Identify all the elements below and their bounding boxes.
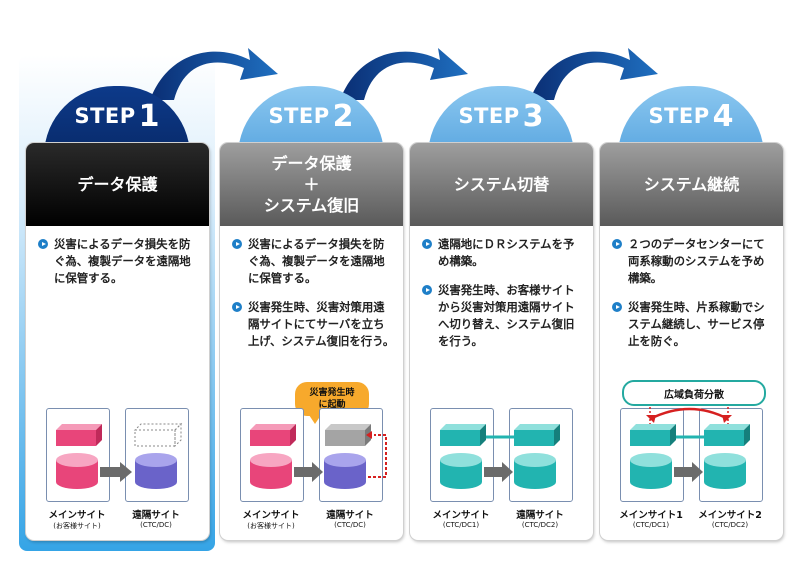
- note-line: 災害発生時: [309, 388, 355, 398]
- flow-arrow-1-2: [150, 48, 278, 100]
- site-label: 遠隔サイト: [516, 510, 564, 521]
- card-title: システム継続: [600, 143, 783, 226]
- database-icon: [250, 453, 292, 489]
- database-icon: [440, 453, 482, 489]
- card-title-line: システム切替: [453, 175, 550, 194]
- bullet-arrow-icon: [232, 239, 242, 249]
- site-label: 遠隔サイト: [326, 510, 374, 521]
- bullet-text: 災害によるデータ損失を防ぐ為、複製データを遠隔地に保管する。: [54, 237, 191, 285]
- site-label: メインサイト1: [619, 510, 683, 521]
- database-icon: [514, 453, 556, 489]
- site-diagram: メインサイト (CTC/DC1) 遠隔サイト (CTC/DC2): [410, 405, 593, 540]
- step-number: 2: [332, 98, 354, 134]
- replication-arrow-icon: [674, 462, 703, 482]
- site-sublabel: (CTC/DC): [140, 521, 172, 529]
- bullet-text: 遠隔地にＤＲシステムを予め構築。: [438, 237, 575, 268]
- step-3-card: システム切替 遠隔地にＤＲシステムを予め構築。 災害発生時、お客様サイトから災害…: [410, 143, 593, 540]
- site-label: メインサイト: [242, 510, 300, 521]
- step-number: 1: [138, 98, 160, 134]
- card-title-line: データ保護: [77, 175, 158, 194]
- bullet-arrow-icon: [422, 239, 432, 249]
- bullet-item: 災害によるデータ損失を防ぐ為、複製データを遠隔地に保管する。: [38, 236, 201, 287]
- site-sublabel: (お客様サイト): [53, 522, 101, 530]
- server-icon: [56, 424, 102, 446]
- server-icon: [630, 424, 676, 446]
- server-icon: [704, 424, 750, 446]
- site-label: 遠隔サイト: [132, 510, 180, 521]
- flow-arrow-2-3: [340, 48, 468, 100]
- site-label: メインサイト: [48, 510, 106, 521]
- load-balancer-label: 広域負荷分散: [622, 380, 766, 406]
- site-diagram: メインサイト1 (CTC/DC1) メインサイト2 (CTC/DC2): [600, 405, 783, 540]
- bullet-text: 災害によるデータ損失を防ぐ為、複製データを遠隔地に保管する。: [248, 237, 385, 285]
- bullet-text: 災害発生時、片系稼動でシステム継続し、サービス停止を防ぐ。: [628, 300, 765, 348]
- step-number: 4: [712, 98, 734, 134]
- startup-arrowhead-icon: [366, 431, 372, 439]
- card-title-line: システム復旧: [263, 196, 360, 215]
- card-title-line: システム継続: [643, 175, 740, 194]
- startup-arrow-icon: [368, 434, 387, 478]
- note-line: に起動: [318, 400, 346, 410]
- bullet-item: 災害発生時、災害対策用遠隔サイトにてサーバを立ち上げ、システム復旧を行う。: [232, 299, 395, 350]
- server-icon: [514, 424, 560, 446]
- database-icon: [324, 453, 366, 489]
- flow-arrow-3-4: [530, 48, 658, 100]
- server-icon: [250, 424, 296, 446]
- bullet-item: ２つのデータセンターにて両系稼動のシステムを予め構築。: [612, 236, 775, 287]
- card-title: データ保護 ＋ システム復旧: [220, 143, 403, 226]
- site-diagram: メインサイト (お客様サイト) 遠隔サイト (CTC/DC): [220, 405, 403, 540]
- bullet-arrow-icon: [38, 239, 48, 249]
- database-icon: [704, 453, 746, 489]
- bullet-text: 災害発生時、お客様サイトから災害対策用遠隔サイトへ切り替え、システム復旧を行う。: [438, 283, 575, 348]
- site-label: メインサイト2: [698, 510, 762, 521]
- card-title: システム切替: [410, 143, 593, 226]
- bullet-arrow-icon: [612, 302, 622, 312]
- database-icon: [56, 453, 98, 489]
- step-1-card: データ保護 災害によるデータ損失を防ぐ為、複製データを遠隔地に保管する。: [26, 143, 209, 540]
- database-icon: [630, 453, 672, 489]
- site-sublabel: (CTC/DC2): [521, 521, 559, 529]
- site-diagram: メインサイト (お客様サイト) 遠隔サイト (CTC/DC): [26, 405, 209, 540]
- load-balance-arrow-icon: [649, 407, 729, 421]
- bullet-item: 遠隔地にＤＲシステムを予め構築。: [422, 236, 585, 270]
- bullet-text: 災害発生時、災害対策用遠隔サイトにてサーバを立ち上げ、システム復旧を行う。: [248, 300, 395, 348]
- site-sublabel: (CTC/DC1): [442, 521, 480, 529]
- step-label: STEP: [648, 104, 710, 128]
- replication-arrow-icon: [100, 462, 132, 482]
- step-label: STEP: [74, 104, 136, 128]
- site-sublabel: (CTC/DC): [334, 521, 366, 529]
- bullet-item: 災害発生時、お客様サイトから災害対策用遠隔サイトへ切り替え、システム復旧を行う。: [422, 282, 585, 350]
- card-title: データ保護: [26, 143, 209, 226]
- empty-server-icon: [133, 422, 183, 448]
- card-title-line: ＋: [303, 175, 320, 194]
- card-title-line: データ保護: [271, 154, 352, 173]
- replication-arrow-icon: [294, 462, 323, 482]
- replication-arrow-icon: [484, 462, 513, 482]
- step-number: 3: [522, 98, 544, 134]
- bullet-arrow-icon: [232, 302, 242, 312]
- site-sublabel: (CTC/DC1): [632, 521, 670, 529]
- bullet-item: 災害によるデータ損失を防ぐ為、複製データを遠隔地に保管する。: [232, 236, 395, 287]
- step-2-card: データ保護 ＋ システム復旧 災害によるデータ損失を防ぐ為、複製データを遠隔地に…: [220, 143, 403, 540]
- bullet-item: 災害発生時、片系稼動でシステム継続し、サービス停止を防ぐ。: [612, 299, 775, 350]
- step-label: STEP: [458, 104, 520, 128]
- server-icon: [440, 424, 486, 446]
- step-label: STEP: [268, 104, 330, 128]
- bullet-arrow-icon: [422, 285, 432, 295]
- database-icon: [135, 453, 177, 489]
- bullet-arrow-icon: [612, 239, 622, 249]
- step-4-card: システム継続 ２つのデータセンターにて両系稼動のシステムを予め構築。 災害発生時…: [600, 143, 783, 540]
- bullet-text: ２つのデータセンターにて両系稼動のシステムを予め構築。: [628, 237, 765, 285]
- site-label: メインサイト: [432, 510, 490, 521]
- standby-server-icon: [325, 424, 371, 446]
- site-sublabel: (CTC/DC2): [711, 521, 749, 529]
- site-sublabel: (お客様サイト): [247, 522, 295, 530]
